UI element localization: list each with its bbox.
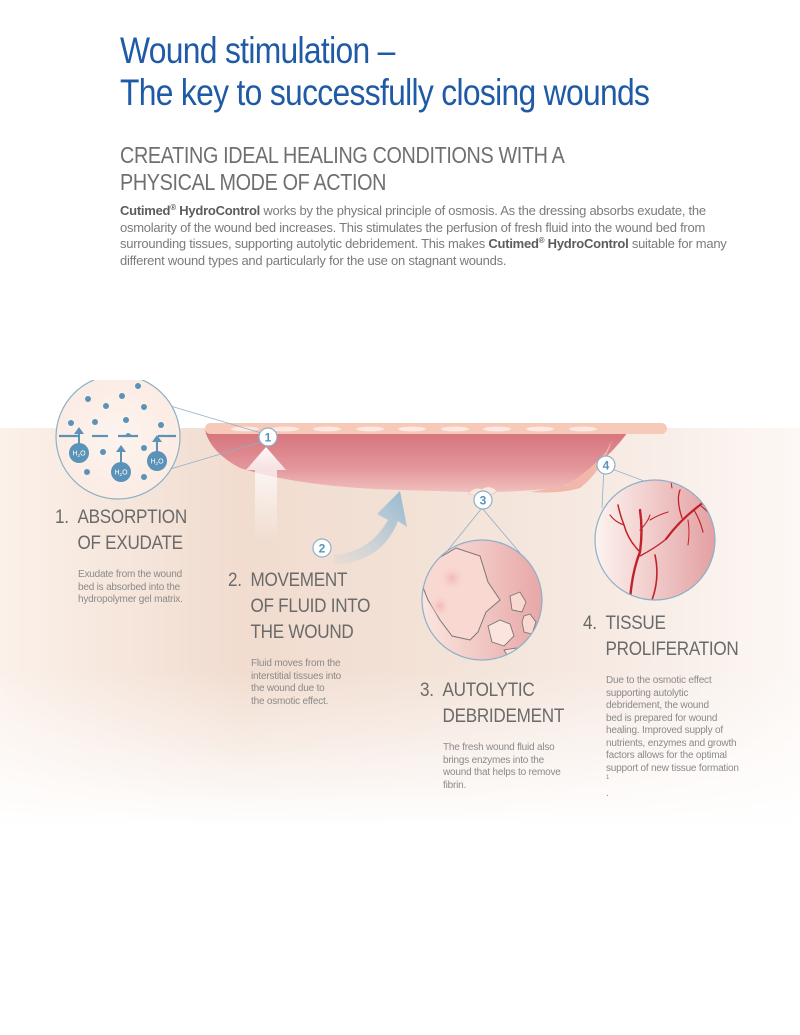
- footnote-reference: 1: [606, 775, 610, 781]
- intro-text-2: suitable for many different wound types …: [120, 236, 727, 268]
- water-molecule-label: H2O: [114, 470, 128, 478]
- step-title: AUTOLYTIC DEBRIDEMENT: [442, 680, 565, 727]
- granulation-edge: [530, 440, 612, 493]
- title-line-2: The key to successfully closing wounds: [120, 72, 650, 113]
- product-name: Cutimed® HydroControl: [488, 236, 629, 251]
- step-number: 4.: [583, 613, 597, 634]
- step-description: Fluid moves from the interstitial tissue…: [251, 658, 342, 707]
- step-title: ABSORPTION OF EXUDATE: [77, 507, 188, 554]
- step-number: 2.: [228, 570, 242, 591]
- step-autolytic-debridement: 3. AUTOLYTIC DEBRIDEMENT The fresh wound…: [420, 678, 580, 792]
- step-tissue-proliferation: 4. TISSUE PROLIFERATION Due to the osmot…: [583, 611, 756, 800]
- dressing-pores: [231, 426, 597, 432]
- debridement-detail-circle: [421, 539, 543, 661]
- page-title: Wound stimulation – The key to successfu…: [120, 30, 650, 114]
- subtitle-line-2: PHYSICAL MODE OF ACTION: [120, 169, 387, 195]
- step-fluid-movement: 2. MOVEMENT OF FLUID INTO THE WOUND Flui…: [228, 568, 386, 708]
- marker-2: 2: [312, 538, 332, 558]
- step-description: Exudate from the wound bed is absorbed i…: [78, 569, 183, 605]
- wound-illustration: H2O H2O H2O: [55, 380, 716, 661]
- fluid-movement-arrow: [334, 491, 407, 565]
- marker-4: 4: [596, 455, 616, 475]
- svg-text:3: 3: [480, 494, 487, 508]
- step-title: MOVEMENT OF FLUID INTO THE WOUND: [250, 570, 371, 643]
- intro-text-1: works by the physical principle of osmos…: [120, 203, 706, 251]
- page-subtitle: CREATING IDEAL HEALING CONDITIONS WITH A…: [120, 142, 565, 196]
- tissue-proliferation-detail-circle: [594, 479, 716, 601]
- marker-1: 1: [258, 427, 278, 447]
- subtitle-line-1: CREATING IDEAL HEALING CONDITIONS WITH A: [120, 142, 565, 168]
- step-title: TISSUE PROLIFERATION: [605, 613, 739, 660]
- svg-text:4: 4: [603, 459, 610, 473]
- absorption-arrow: [246, 447, 286, 540]
- title-line-1: Wound stimulation –: [120, 30, 395, 71]
- step-number: 1.: [55, 507, 69, 528]
- step-number: 3.: [420, 680, 434, 701]
- intro-paragraph: Cutimed® HydroControl works by the physi…: [120, 203, 760, 269]
- step-description: The fresh wound fluid also brings enzyme…: [443, 742, 561, 791]
- svg-text:2: 2: [319, 542, 326, 556]
- marker-3: 3: [473, 490, 493, 510]
- dressing-layer: [205, 423, 667, 434]
- wound-bed: [205, 430, 650, 493]
- step-absorption: 1. ABSORPTION OF EXUDATE Exudate from th…: [55, 505, 202, 607]
- product-name: Cutimed® HydroControl: [120, 203, 261, 218]
- step-description: Due to the osmotic effect supporting aut…: [606, 675, 739, 799]
- absorption-detail-circle: H2O H2O H2O: [55, 380, 181, 500]
- svg-text:1: 1: [265, 431, 272, 445]
- water-molecule-label: H2O: [150, 459, 164, 467]
- water-molecule-label: H2O: [72, 451, 86, 459]
